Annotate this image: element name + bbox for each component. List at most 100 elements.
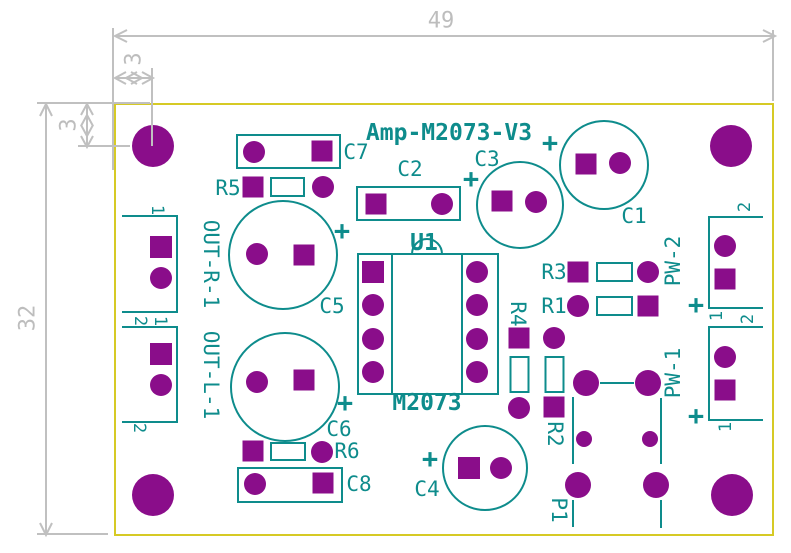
r4-pad-1[interactable] [508, 327, 530, 349]
component-r1[interactable]: R1 [541, 294, 659, 318]
c6-outline[interactable] [230, 332, 340, 442]
component-c4[interactable]: C4 + [414, 425, 528, 511]
component-c5[interactable]: C5 + [228, 200, 350, 318]
component-pw-2[interactable]: 2 1 PW-2 + [661, 202, 763, 321]
u1-pad-1[interactable] [362, 261, 384, 283]
component-u1[interactable]: U1 M2073 [357, 230, 499, 416]
u1-pad-2[interactable] [362, 294, 384, 316]
out-l-1-outline[interactable] [122, 326, 178, 423]
r1-pad-2[interactable] [637, 295, 659, 317]
dimension-hole-offset-x[interactable]: 3 [112, 52, 156, 85]
c5-pad-pos[interactable] [293, 244, 315, 266]
component-r6[interactable]: R6 [242, 439, 360, 463]
u1-pad-3[interactable] [362, 328, 384, 350]
r5-body[interactable] [270, 177, 305, 197]
board-edge-outline[interactable] [114, 103, 774, 536]
u1-pad-7[interactable] [466, 294, 488, 316]
pw-2-pad-1[interactable] [714, 268, 736, 290]
mounting-hole-top-right[interactable] [710, 125, 752, 167]
p1-pad-a[interactable] [573, 370, 599, 396]
p1-pad-e[interactable] [565, 472, 591, 498]
p1-pad-c[interactable] [576, 431, 592, 447]
u1-pad-6[interactable] [466, 328, 488, 350]
c2-pad-1[interactable] [365, 193, 387, 215]
c3-pad-neg[interactable] [525, 191, 547, 213]
out-r-1-label: OUT-R-1 [199, 220, 223, 309]
r6-pad-2[interactable] [311, 441, 333, 463]
c8-outline[interactable] [237, 467, 343, 503]
component-c1[interactable]: C1 + [542, 120, 649, 228]
p1-pad-f[interactable] [643, 472, 669, 498]
component-pw-1[interactable]: 2 1 PW-1 + [661, 314, 763, 432]
c2-pad-2[interactable] [431, 193, 453, 215]
c6-pad-pos[interactable] [293, 369, 315, 391]
pw-1-outline[interactable] [708, 326, 763, 421]
c5-outline[interactable] [228, 200, 338, 310]
out-r-1-pad-1[interactable] [150, 236, 172, 258]
component-c3[interactable]: C3 + [463, 147, 564, 249]
mounting-hole-bottom-left[interactable] [132, 474, 174, 516]
c4-outline[interactable] [442, 425, 528, 511]
r1-pad-1[interactable] [567, 295, 589, 317]
dimension-hole-offset-y[interactable]: 3 [57, 101, 94, 150]
component-r2[interactable]: R2 [543, 327, 567, 447]
c8-pad-1[interactable] [312, 472, 334, 494]
component-r4[interactable]: R4 [506, 301, 530, 419]
u1-pad-4[interactable] [362, 361, 384, 383]
c1-outline[interactable] [559, 120, 649, 210]
r5-pad-2[interactable] [312, 176, 334, 198]
r4-label: R4 [506, 301, 530, 326]
c7-outline[interactable] [236, 134, 341, 169]
c7-pad-2[interactable] [243, 141, 265, 163]
c1-pad-neg[interactable] [609, 152, 631, 174]
c8-pad-2[interactable] [244, 473, 266, 495]
c3-outline[interactable] [476, 161, 564, 249]
component-out-l-1[interactable]: 1 2 OUT-L-1 [122, 316, 223, 433]
p1-pad-b[interactable] [635, 370, 661, 396]
out-r-1-outline[interactable] [122, 215, 178, 313]
r4-body[interactable] [509, 356, 530, 393]
r5-pad-1[interactable] [242, 176, 264, 198]
component-c2[interactable]: C2 [356, 157, 461, 221]
c5-pad-neg[interactable] [246, 243, 268, 265]
p1-pad-d[interactable] [642, 431, 658, 447]
dimension-board-height[interactable]: 32 [16, 101, 53, 538]
c8-label: C8 [346, 472, 371, 496]
out-l-1-pad-1[interactable] [150, 343, 172, 365]
u1-pad-8[interactable] [466, 261, 488, 283]
r2-pad-1[interactable] [543, 327, 565, 349]
mounting-hole-bottom-right[interactable] [711, 474, 753, 516]
pw-2-pad-2[interactable] [714, 235, 736, 257]
r3-body[interactable] [596, 262, 633, 282]
r4-pad-2[interactable] [508, 397, 530, 419]
r2-body[interactable] [544, 356, 565, 393]
c4-pad-pos[interactable] [458, 457, 480, 479]
u1-pad-5[interactable] [466, 361, 488, 383]
pw-1-pad-1[interactable] [714, 379, 736, 401]
component-c8[interactable]: C8 [237, 467, 372, 503]
r6-body[interactable] [270, 442, 306, 461]
out-r-1-pad-2[interactable] [150, 267, 172, 289]
pw-1-pad-2[interactable] [714, 346, 736, 368]
c2-outline[interactable] [356, 186, 461, 221]
component-c6[interactable]: C6 + [230, 332, 353, 442]
c4-pad-neg[interactable] [490, 457, 512, 479]
c6-pad-neg[interactable] [246, 371, 268, 393]
component-out-r-1[interactable]: 1 2 OUT-R-1 [122, 205, 223, 326]
c7-pad-1[interactable] [311, 140, 333, 162]
r2-pad-2[interactable] [543, 396, 565, 418]
r1-body[interactable] [596, 296, 633, 316]
r3-pad-2[interactable] [637, 261, 659, 283]
dimension-board-width[interactable]: 49 [112, 9, 778, 43]
component-r5[interactable]: R5 [215, 176, 334, 200]
c3-pad-pos[interactable] [491, 190, 513, 212]
component-c7[interactable]: C7 [236, 134, 369, 169]
c1-pad-pos[interactable] [575, 153, 597, 175]
component-r3[interactable]: R3 [541, 260, 659, 284]
r3-pad-1[interactable] [567, 261, 589, 283]
component-p1[interactable]: P1 [547, 370, 669, 528]
r6-pad-1[interactable] [242, 440, 264, 462]
u1-outline[interactable] [357, 253, 499, 395]
out-l-1-pad-2[interactable] [150, 374, 172, 396]
pw-2-outline[interactable] [708, 216, 763, 309]
